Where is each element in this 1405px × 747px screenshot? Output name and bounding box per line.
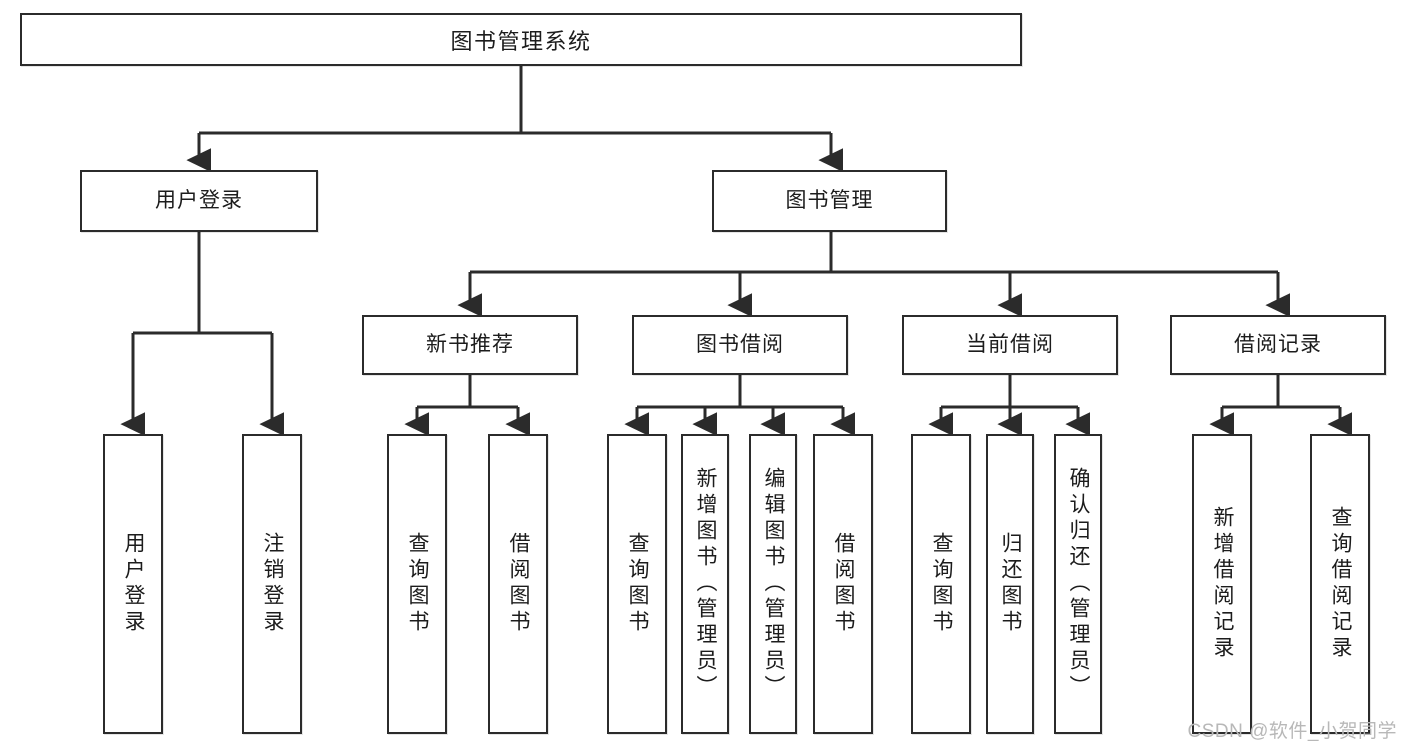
leaf-edit-book-label: 编辑图书（管理员） bbox=[762, 467, 785, 701]
node-book-management[interactable]: 图书管理 bbox=[712, 170, 947, 232]
leaf-borrow-book-1[interactable]: 借阅图书 bbox=[488, 434, 548, 734]
node-user-login[interactable]: 用户登录 bbox=[80, 170, 318, 232]
watermark: CSDN @软件_小贺同学 bbox=[1187, 721, 1397, 742]
leaf-edit-book[interactable]: 编辑图书（管理员） bbox=[749, 434, 797, 734]
node-book-borrow-label: 图书借阅 bbox=[696, 333, 784, 357]
leaf-add-record[interactable]: 新增借阅记录 bbox=[1192, 434, 1252, 734]
leaf-query-book-1-label: 查询图书 bbox=[406, 532, 429, 636]
leaf-logout[interactable]: 注销登录 bbox=[242, 434, 302, 734]
leaf-add-record-label: 新增借阅记录 bbox=[1211, 506, 1234, 662]
leaf-query-book-2-label: 查询图书 bbox=[626, 532, 649, 636]
leaf-user-login[interactable]: 用户登录 bbox=[103, 434, 163, 734]
node-current-borrow[interactable]: 当前借阅 bbox=[902, 315, 1118, 375]
leaf-user-login-label: 用户登录 bbox=[122, 532, 145, 636]
leaf-confirm-return-label: 确认归还（管理员） bbox=[1067, 467, 1090, 701]
leaf-add-book[interactable]: 新增图书（管理员） bbox=[681, 434, 729, 734]
leaf-borrow-book-1-label: 借阅图书 bbox=[507, 532, 530, 636]
leaf-borrow-book-2-label: 借阅图书 bbox=[832, 532, 855, 636]
node-user-login-label: 用户登录 bbox=[155, 189, 243, 213]
leaf-borrow-book-2[interactable]: 借阅图书 bbox=[813, 434, 873, 734]
node-new-book-recommend[interactable]: 新书推荐 bbox=[362, 315, 578, 375]
node-root-system[interactable]: 图书管理系统 bbox=[20, 13, 1022, 66]
node-book-management-label: 图书管理 bbox=[785, 189, 874, 213]
node-borrow-record-label: 借阅记录 bbox=[1234, 333, 1322, 357]
node-root-label: 图书管理系统 bbox=[450, 28, 592, 54]
node-new-book-recommend-label: 新书推荐 bbox=[426, 333, 514, 357]
leaf-query-book-3-label: 查询图书 bbox=[930, 532, 953, 636]
node-current-borrow-label: 当前借阅 bbox=[966, 333, 1054, 357]
leaf-confirm-return[interactable]: 确认归还（管理员） bbox=[1054, 434, 1102, 734]
leaf-query-book-2[interactable]: 查询图书 bbox=[607, 434, 667, 734]
leaf-logout-label: 注销登录 bbox=[261, 532, 284, 636]
node-book-borrow[interactable]: 图书借阅 bbox=[632, 315, 848, 375]
leaf-return-book-label: 归还图书 bbox=[999, 532, 1022, 636]
leaf-query-book-1[interactable]: 查询图书 bbox=[387, 434, 447, 734]
leaf-return-book[interactable]: 归还图书 bbox=[986, 434, 1034, 734]
node-borrow-record[interactable]: 借阅记录 bbox=[1170, 315, 1386, 375]
leaf-query-book-3[interactable]: 查询图书 bbox=[911, 434, 971, 734]
leaf-add-book-label: 新增图书（管理员） bbox=[694, 467, 717, 701]
leaf-query-record[interactable]: 查询借阅记录 bbox=[1310, 434, 1370, 734]
leaf-query-record-label: 查询借阅记录 bbox=[1329, 506, 1352, 662]
